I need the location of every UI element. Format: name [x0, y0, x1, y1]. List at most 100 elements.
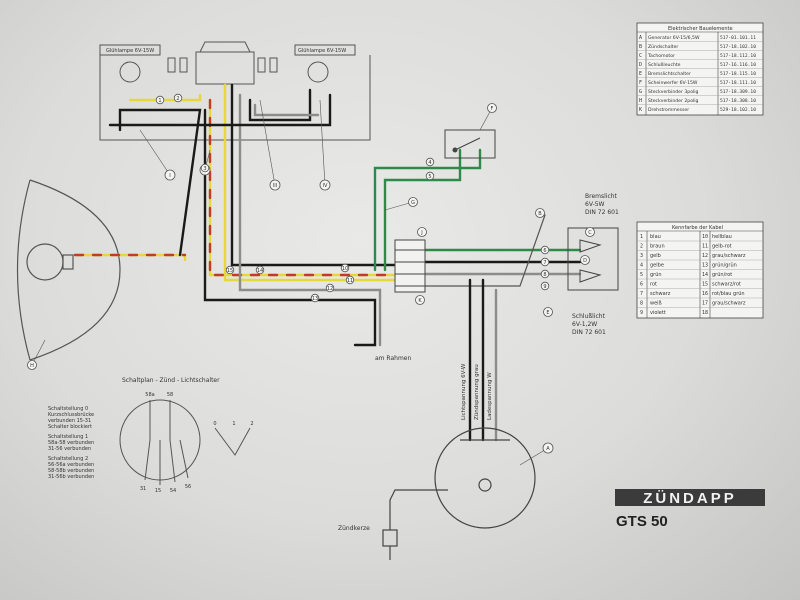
bulb-holder-right [294, 44, 356, 56]
legend-color-num: 9 [640, 310, 643, 316]
callout-circle [319, 179, 331, 191]
legend-color-num: 18 [702, 310, 708, 316]
wire-yellow-2 [223, 83, 397, 282]
upper-box-right-label: Glühlampe 6V-15W [298, 48, 346, 54]
callout-label: G [411, 200, 415, 206]
switch-note: 58-58b verbunden [48, 468, 94, 474]
callout-label: 12 [327, 286, 333, 292]
legend-color-num: 5 [640, 272, 643, 278]
legend-component-part: 517-18.115.10 [720, 71, 756, 77]
legend-component-part: 529-18.102.10 [720, 107, 756, 113]
callout-leader [139, 129, 171, 176]
callout-label: J [420, 230, 422, 236]
callout-circle [345, 275, 355, 285]
ignition-contact [169, 439, 176, 483]
legend-color-name: rot/blau grün [712, 291, 745, 297]
legend-color-num: 11 [702, 244, 708, 250]
switch-note: 56-56a verbunden [48, 462, 94, 468]
callout-leader [319, 99, 326, 186]
legend-color-num: 6 [640, 282, 643, 288]
bremslicht-line-3: DIN 72 601 [585, 209, 619, 216]
wire-gray-ground [238, 93, 382, 347]
callout-label: 5 [428, 174, 431, 180]
legend-component-name: Generator 6V-15/6,5W [648, 35, 700, 41]
brand-logo-plate [615, 489, 765, 506]
legend-component-part: 517-18.308.10 [720, 98, 756, 104]
callout-circle [543, 307, 553, 317]
legend-component-key: F [639, 80, 642, 86]
generator-center [478, 478, 492, 492]
junction-block [394, 239, 426, 293]
legend-color-name: grün/rot [712, 272, 732, 278]
callout-circle [340, 263, 350, 273]
headlight-reflector [29, 179, 121, 361]
brand-model: GTS 50 [616, 513, 668, 530]
schlusslicht-line-1: Schlußlicht [572, 313, 606, 320]
legend-color-name: weiß [650, 301, 662, 307]
center-connector [199, 41, 251, 53]
switch-note: 31-56 verbunden [48, 446, 91, 452]
generator-wire-label-2: Zündspannung grau [474, 364, 480, 420]
wire-gray-right-lamp [253, 103, 320, 117]
legend-component-part: 517-18.111.10 [720, 80, 756, 86]
legend-color-name: blau [650, 234, 661, 240]
switch-position-label: 2 [250, 421, 253, 427]
wire-black-headlight [118, 108, 202, 257]
wire-yellow-top [128, 93, 202, 102]
switch-position-label: 0 [213, 421, 216, 427]
schalter-title: Schaltplan - Zünd - Lichtschalter [122, 377, 220, 384]
legend-component-part: 517-01.101.11 [720, 35, 756, 41]
am-rahmen-label: am Rahmen [375, 355, 411, 362]
callout-circle [255, 265, 265, 275]
generator-housing [434, 427, 536, 529]
wire-black-ground [203, 108, 377, 347]
headlight-socket [62, 254, 74, 270]
callout-label: 10 [342, 266, 348, 272]
center-block [195, 51, 255, 85]
legend-component-part: 517-16.116.10 [720, 62, 756, 68]
legend-components-frame [636, 22, 764, 116]
legend-color-name: gelb [650, 253, 661, 259]
callout-label: 14 [257, 268, 263, 274]
legend-color-num: 1 [640, 234, 643, 240]
legend-component-key: A [639, 35, 642, 41]
callout-circle [415, 295, 425, 305]
lamp-left [119, 61, 141, 83]
callout-label: B [538, 211, 542, 217]
ignition-terminal-label: 15 [155, 488, 161, 494]
legend-color-num: 7 [640, 291, 643, 297]
legend-color-num: 17 [702, 301, 708, 307]
legend-component-name: Steckverbinder 2polig [648, 98, 699, 104]
callout-circle [535, 208, 545, 218]
legend-component-name: Scheinwerfer 6V-15W [648, 80, 698, 86]
legend-component-name: Schlußleuchte [648, 62, 681, 68]
legend-color-name: schwarz/rot [712, 282, 741, 288]
callout-label: 7 [543, 260, 546, 266]
callout-label: F [491, 106, 494, 112]
callout-leader [519, 447, 549, 466]
callout-circle [425, 171, 435, 181]
callout-label: C [588, 230, 592, 236]
bulb-slot [269, 57, 278, 73]
callout-circle [580, 255, 590, 265]
legend-color-name: grau/schwarz [712, 301, 746, 307]
bulb-holder-left [99, 44, 161, 56]
legend-component-name: Drehstrommesser [648, 107, 689, 113]
callout-circle [542, 442, 554, 454]
switch-position-lever [214, 427, 251, 456]
callout-label: A [546, 446, 550, 452]
schlusslicht-line-2: 6V-1,2W [572, 321, 597, 328]
callout-label: H [30, 363, 34, 369]
callout-label: III [273, 183, 277, 189]
wire-thin-tail [424, 214, 546, 287]
headlight [16, 179, 121, 361]
wire-green-switch [373, 148, 482, 272]
headlight-lens [16, 179, 31, 361]
legend-component-key: K [639, 107, 642, 113]
callout-circle [540, 269, 550, 279]
bulb-slot [257, 57, 266, 73]
legend-component-part: 517-18.309.10 [720, 89, 756, 95]
callout-label: 11 [347, 278, 353, 284]
